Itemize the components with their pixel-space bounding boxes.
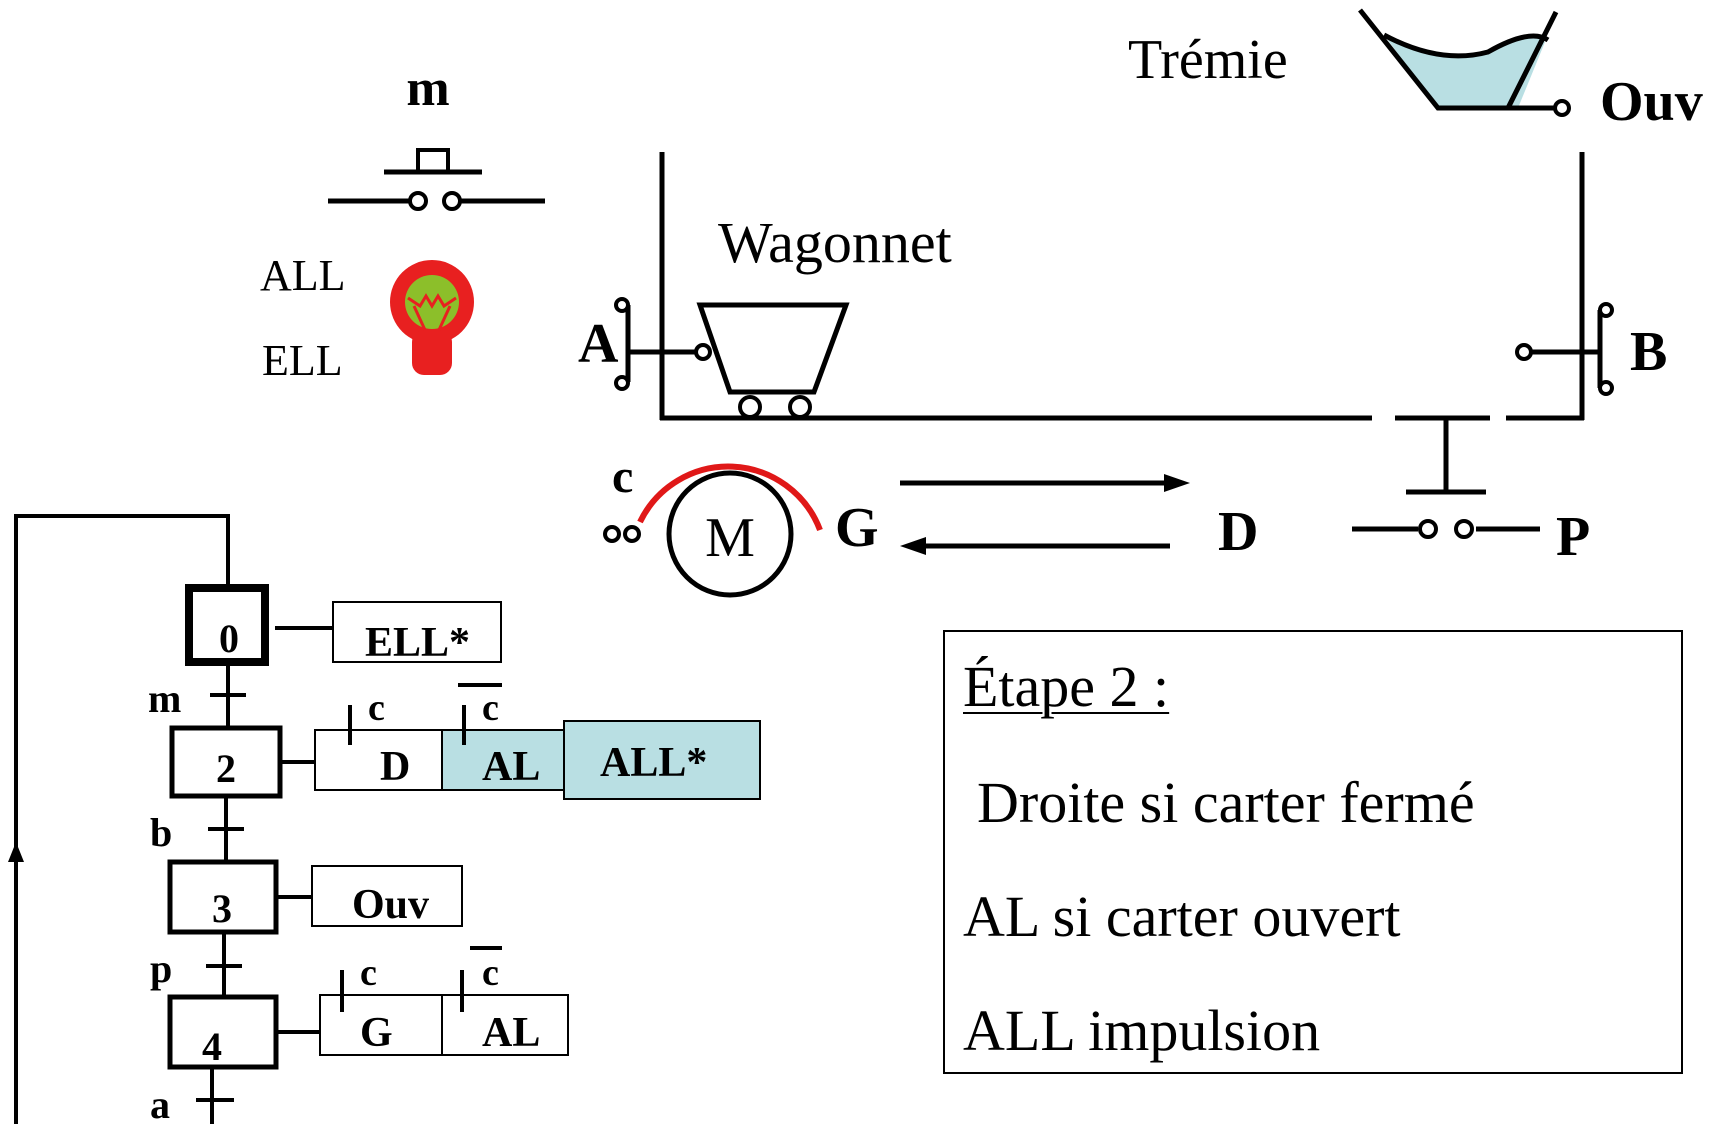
hopper-icon — [1358, 8, 1571, 117]
wagonnet-label: Wagonnet — [718, 210, 952, 275]
sensor-a-label: A — [578, 313, 619, 375]
transition-a: a — [150, 1082, 170, 1124]
sensor-p-label: P — [1556, 506, 1590, 568]
note-line-3: ALL impulsion — [963, 998, 1321, 1063]
sensor-p — [1352, 418, 1540, 539]
step-4-cond1: c — [360, 952, 377, 994]
all-label: ALL — [260, 251, 346, 300]
step-4-number: 4 — [202, 1024, 222, 1069]
step-4-action-g: G — [360, 1010, 393, 1056]
motor-d-label: D — [1218, 501, 1258, 563]
step-4 — [167, 994, 279, 1070]
note-box: Étape 2 : Droite si carter fermé AL si c… — [943, 630, 1683, 1074]
step-2-action-all: ALL* — [600, 740, 707, 786]
tremie-label: Trémie — [1128, 29, 1288, 91]
step-4-action-al: AL — [482, 1010, 540, 1056]
ell-label: ELL — [262, 336, 343, 385]
step-4-cond2: c — [482, 952, 499, 994]
track — [659, 152, 1585, 421]
sensor-b — [1515, 302, 1614, 396]
note-line-1: Droite si carter fermé — [977, 770, 1475, 835]
step-2-number: 2 — [216, 746, 236, 791]
sensor-b-label: B — [1630, 321, 1667, 383]
ouv-label: Ouv — [1600, 71, 1703, 133]
arrow-left-icon — [900, 537, 1170, 555]
transition-m: m — [148, 676, 181, 721]
lamp-icon — [390, 260, 474, 375]
step-2-cond1: c — [368, 687, 385, 729]
sensor-a — [614, 297, 712, 391]
step-0-action: ELL* — [365, 620, 470, 666]
motor-icon — [603, 463, 823, 598]
motor-label: M — [705, 507, 755, 569]
wagon-icon — [696, 302, 850, 419]
motor-g-label: G — [835, 497, 879, 559]
arrow-right-icon — [900, 474, 1190, 492]
note-title: Étape 2 : — [963, 654, 1170, 719]
transition-b: b — [150, 810, 172, 855]
step-3-number: 3 — [212, 886, 232, 931]
push-button-m: m — [328, 60, 545, 211]
step-0-number: 0 — [219, 616, 239, 661]
carter-c-label: c — [612, 450, 633, 503]
step-3-action: Ouv — [352, 882, 429, 928]
grafcet: 0 ELL* m 2 c D c AL ALL* b 3 Ouv — [8, 514, 761, 1124]
transition-p: p — [150, 946, 172, 991]
step-2-action-d: D — [380, 744, 410, 790]
step-2-action-al: AL — [482, 744, 540, 790]
m-label: m — [406, 60, 449, 117]
note-line-2: AL si carter ouvert — [963, 884, 1401, 949]
step-2-cond2: c — [482, 687, 499, 729]
